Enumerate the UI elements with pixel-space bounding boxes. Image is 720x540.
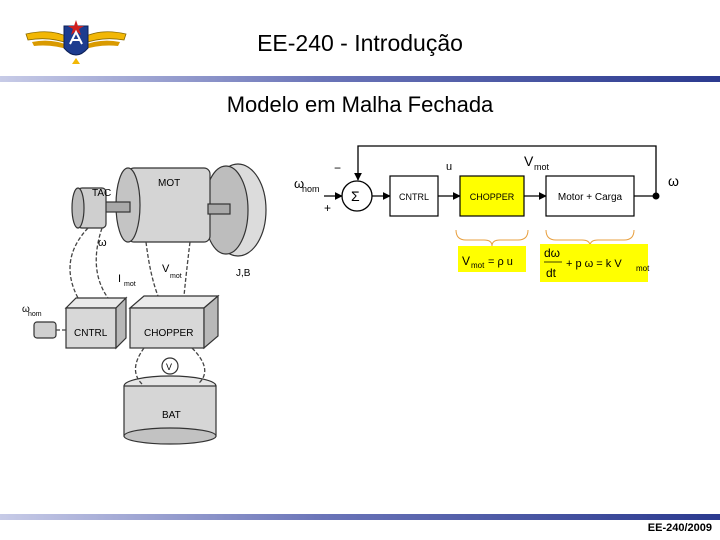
plus-sign: + xyxy=(324,201,331,215)
chopper-block xyxy=(459,175,525,217)
wings-icon xyxy=(25,31,127,50)
footer-divider xyxy=(0,514,720,520)
output-node xyxy=(652,192,660,200)
voltmeter-drawing xyxy=(161,357,179,375)
slide-title: EE-240 - Introdução xyxy=(257,30,463,56)
photo-label-omega-nom-sub: nom xyxy=(28,311,42,318)
chopper-eq-rhs: = ρ u xyxy=(488,256,513,268)
cntrl-block xyxy=(389,175,439,217)
cntrl-box-drawing xyxy=(65,307,117,349)
label-vmot: V xyxy=(524,153,534,169)
cntrl-block-label: CNTRL xyxy=(399,192,429,202)
photo-label-v: V xyxy=(166,362,172,372)
motor-eq-num: dω xyxy=(544,246,560,260)
chopper-brace xyxy=(455,229,529,247)
photo-label-jb: J,B xyxy=(236,268,251,279)
chopper-block-label: CHOPPER xyxy=(470,192,515,202)
motor-eq-mid: + p ω = k V xyxy=(566,258,622,270)
footer-label: EE-240/2009 xyxy=(647,522,712,534)
motor-eq-mid-sub: mot xyxy=(636,264,650,273)
input-label-omega: ω xyxy=(294,176,304,191)
output-label-omega: ω xyxy=(668,173,679,189)
photo-label-vmot: V xyxy=(162,263,170,275)
input-label-omega-sub: nom xyxy=(302,184,320,194)
system-illustration: MOT TAC ω I mot V mot J,B ω nom CNTRL CH… xyxy=(22,163,267,445)
motor-block-label: Motor + Carga xyxy=(558,192,623,203)
motor-brace xyxy=(545,229,635,247)
photo-label-chopper: CHOPPER xyxy=(144,328,193,339)
chopper-eq-lhs: V xyxy=(462,254,470,268)
feedback-path xyxy=(354,145,657,196)
photo-label-bat: BAT xyxy=(162,410,181,421)
motor-eq-den: dt xyxy=(546,266,557,280)
star-icon xyxy=(68,20,84,35)
photo-label-omega: ω xyxy=(98,237,107,249)
block-diagram: ω nom − + Σ u V mot ω CNTRL CHOPPER Moto… xyxy=(294,145,679,282)
sum-junction xyxy=(341,180,373,212)
photo-label-mot: MOT xyxy=(158,178,180,189)
photo-label-imot-sub: mot xyxy=(124,281,136,288)
header-divider xyxy=(0,76,720,82)
label-vmot-sub: mot xyxy=(534,162,550,172)
sum-symbol: Σ xyxy=(351,188,360,204)
label-u: u xyxy=(446,161,452,173)
motor-block xyxy=(545,175,635,217)
minus-sign: − xyxy=(334,161,341,175)
slide-subtitle: Modelo em Malha Fechada xyxy=(226,92,494,117)
photo-label-omega-nom: ω xyxy=(22,304,30,315)
chopper-eq-lhs-sub: mot xyxy=(471,261,485,270)
photo-label-tac: TAC xyxy=(92,188,111,199)
motor-equation-box xyxy=(540,244,648,282)
photo-label-cntrl: CNTRL xyxy=(74,328,108,339)
chopper-equation-box xyxy=(458,246,526,272)
photo-label-imot: I xyxy=(118,273,121,285)
photo-label-vmot-sub: mot xyxy=(170,273,182,280)
setpoint-knob-drawing xyxy=(33,321,57,339)
ita-logo xyxy=(25,20,127,64)
